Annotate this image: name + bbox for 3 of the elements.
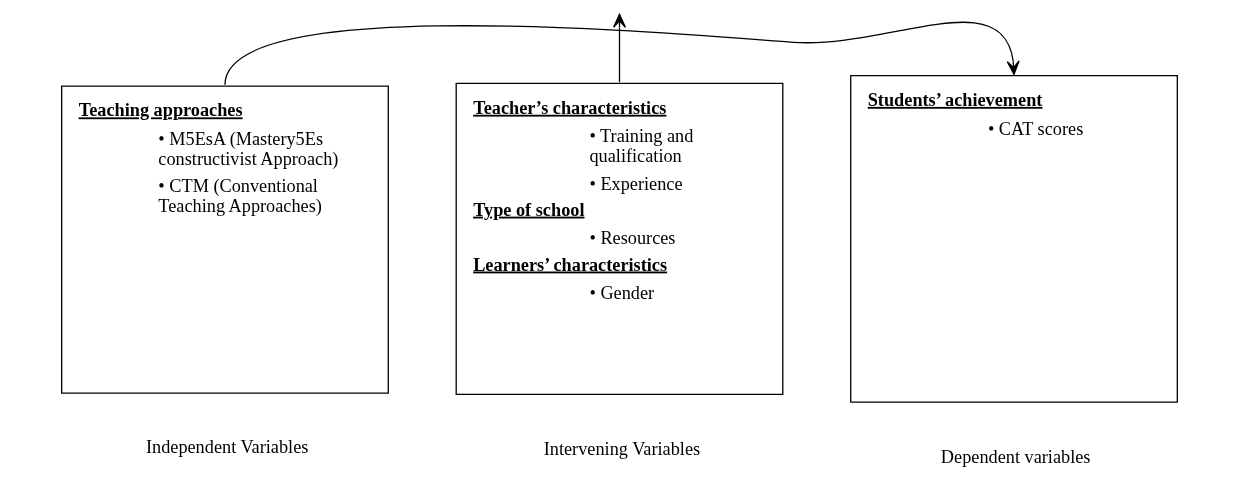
node-label: Intervening Variables [543, 438, 700, 459]
node-label: Dependent variables [940, 446, 1090, 467]
node-label: Independent Variables [145, 437, 308, 458]
